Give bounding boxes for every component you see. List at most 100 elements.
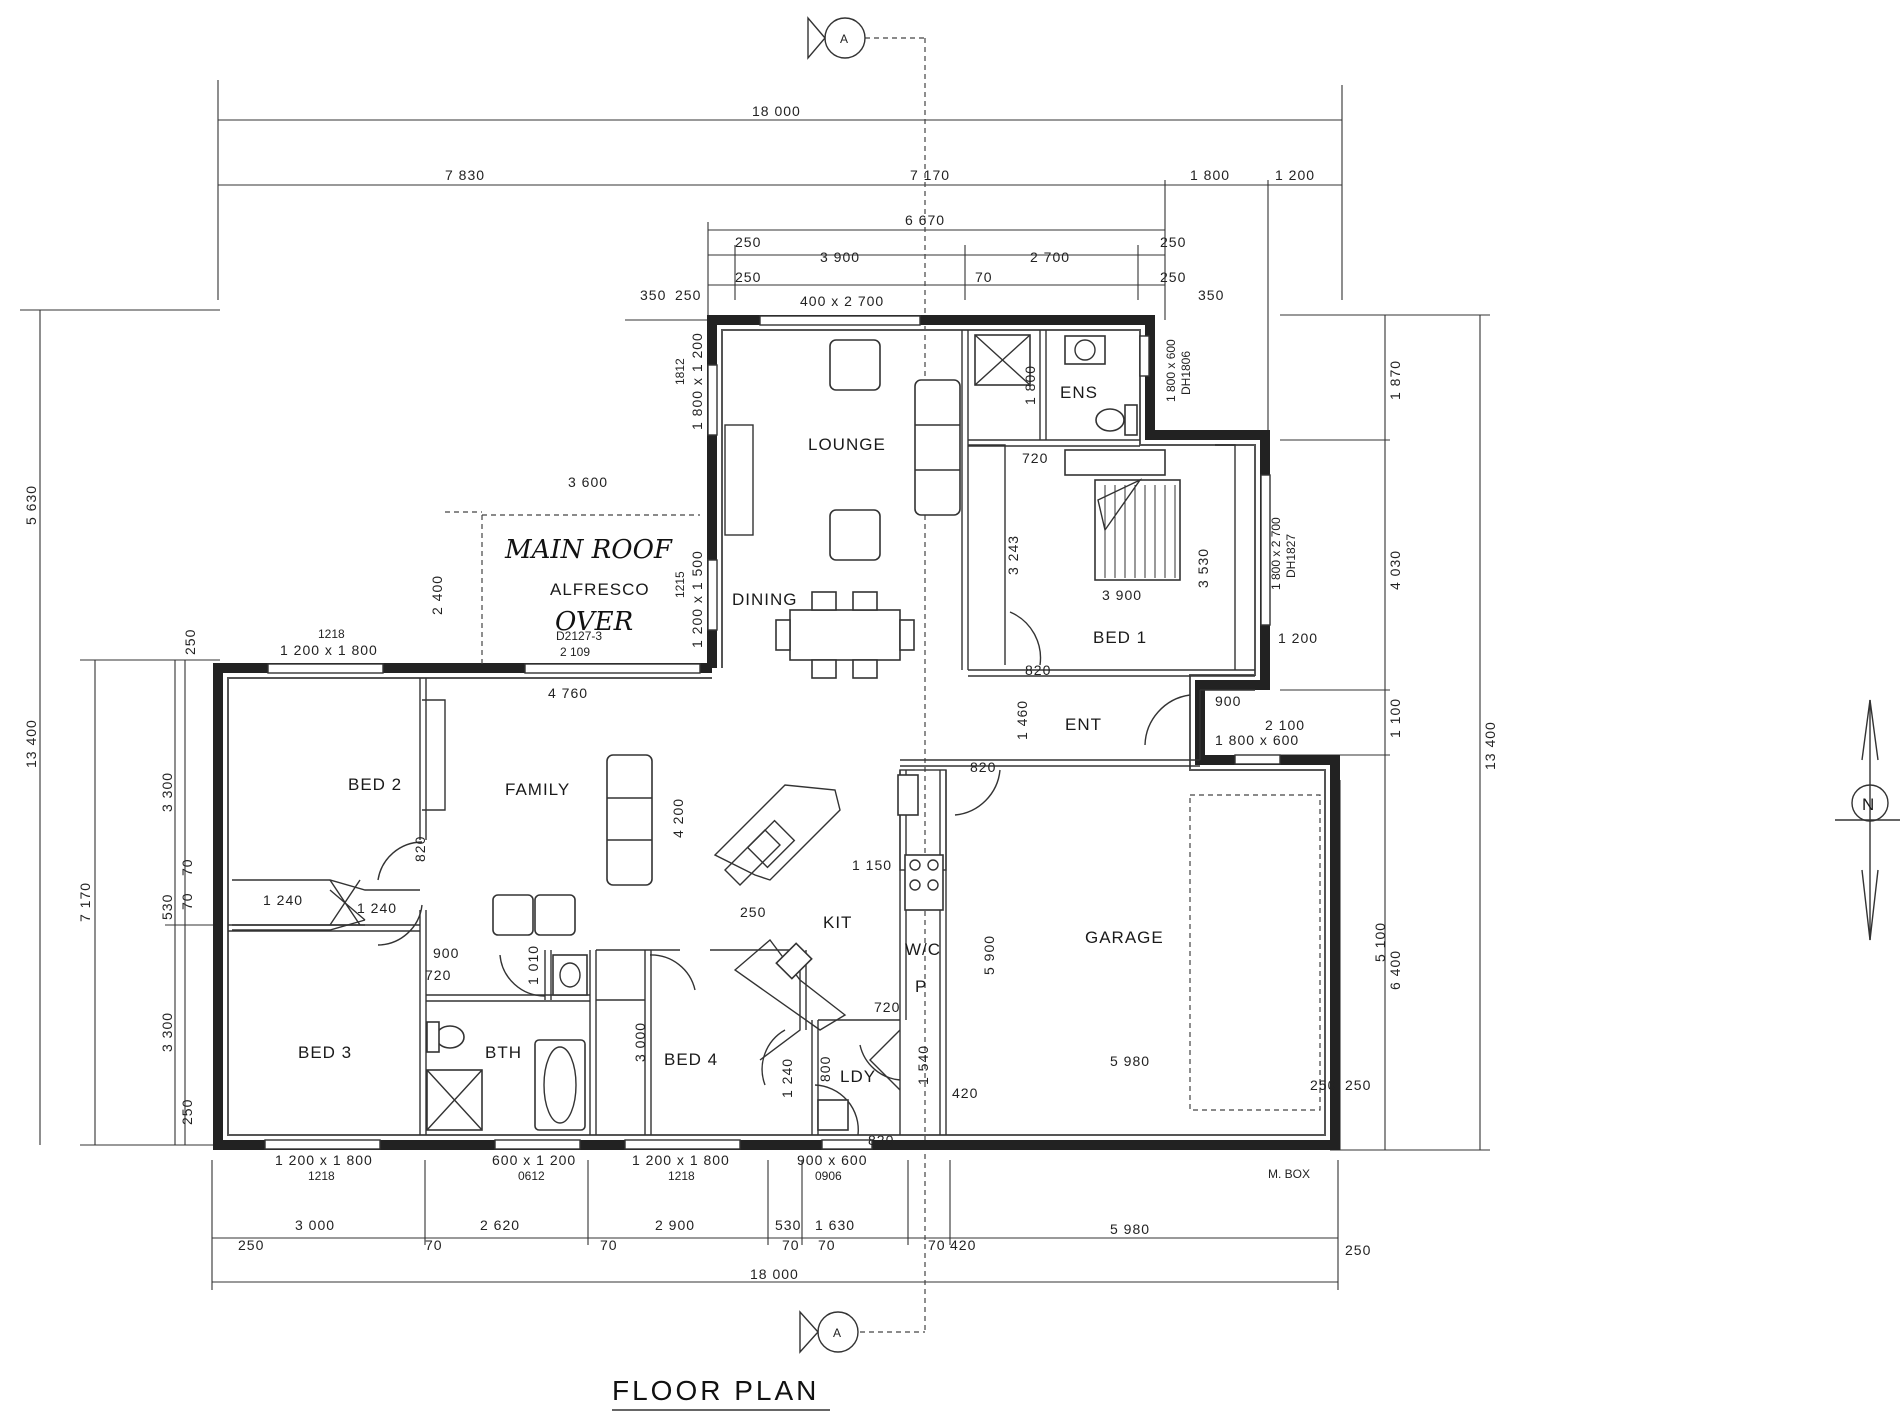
window-ens: 1 800 x 600	[1164, 339, 1178, 402]
dim-left-250a: 250	[182, 629, 198, 655]
dim-int-3000: 3 000	[632, 1022, 648, 1062]
dim-int-1240a: 1 240	[263, 892, 303, 908]
window-bed3: 1 200 x 1 800	[275, 1152, 373, 1168]
dim-left-530: 530	[159, 894, 175, 920]
dim-bottom-70a: 70	[425, 1237, 443, 1253]
dim-int-800: 800	[817, 1056, 833, 1082]
window-ent: 1 800 x 600	[1215, 732, 1299, 748]
dim-left-7170: 7 170	[77, 882, 93, 922]
window-bed4: 1 200 x 1 800	[632, 1152, 730, 1168]
dim-right-4030: 4 030	[1387, 550, 1403, 590]
dim-top-6670: 6 670	[905, 212, 945, 228]
room-label-pantry: P	[915, 977, 927, 996]
dim-top-250c: 250	[735, 269, 761, 285]
room-label-ens: ENS	[1060, 383, 1098, 402]
exterior-walls	[213, 315, 1340, 1150]
dim-int-720a: 720	[1022, 450, 1048, 466]
dim-right-6400: 6 400	[1387, 950, 1403, 990]
dim-bottom-1630: 1 630	[815, 1217, 855, 1233]
dim-top-7830: 7 830	[445, 167, 485, 183]
dim-int-2100: 2 100	[1265, 717, 1305, 733]
dim-bottom-overall: 18 000	[750, 1266, 799, 1282]
section-marker-bottom-label: A	[833, 1326, 841, 1340]
window-lounge-side-code: 1812	[673, 358, 687, 385]
dim-right-250: 250	[1345, 1077, 1371, 1093]
window-bth-code: 0612	[518, 1169, 545, 1183]
dim-top-70: 70	[975, 269, 993, 285]
dim-top-250b: 250	[1160, 234, 1186, 250]
dim-int-2400: 2 400	[429, 575, 445, 615]
room-label-bed4: BED 4	[664, 1050, 718, 1069]
dim-left-3300a: 3 300	[159, 772, 175, 812]
dim-int-4200: 4 200	[670, 798, 686, 838]
dim-int-3243: 3 243	[1005, 535, 1021, 575]
dim-bottom-420: 420	[950, 1237, 976, 1253]
room-label-bed1: BED 1	[1093, 628, 1147, 647]
room-label-wc: W/C	[905, 940, 941, 959]
dim-left-250b: 250	[179, 1099, 195, 1125]
window-dining-side-code: 1215	[673, 571, 687, 598]
dim-int-820a: 820	[412, 836, 428, 862]
room-label-alfresco: ALFRESCO	[550, 580, 650, 599]
window-bed2-code: 1218	[318, 627, 345, 641]
dim-top-250a: 250	[735, 234, 761, 250]
dim-int-1800: 1 800	[1022, 365, 1038, 405]
meter-box-label: M. BOX	[1268, 1167, 1310, 1181]
dim-int-5900: 5 900	[981, 935, 997, 975]
dim-int-1240c: 1 240	[779, 1058, 795, 1098]
handwritten-over: OVER	[555, 607, 633, 637]
dim-int-4760: 4 760	[548, 685, 588, 701]
dim-int-900b: 900	[433, 945, 459, 961]
bottom-dimension-lines	[211, 1160, 1339, 1290]
dim-top-7170: 7 170	[910, 167, 950, 183]
dim-int-900a: 900	[1215, 693, 1241, 709]
window-bed2: 1 200 x 1 800	[280, 642, 378, 658]
dim-int-1540: 1 540	[915, 1045, 931, 1085]
dim-int-820b: 820	[1025, 662, 1051, 678]
dim-bottom-2900: 2 900	[655, 1217, 695, 1233]
dim-bottom-250b: 250	[1345, 1242, 1371, 1258]
dim-top-1800: 1 800	[1190, 167, 1230, 183]
window-bed1: 1 800 x 2 700	[1269, 517, 1283, 590]
dim-int-820d: 820	[868, 1132, 894, 1148]
section-marker-top-label: A	[840, 32, 848, 46]
room-label-garage: GARAGE	[1085, 928, 1164, 947]
section-line-a	[860, 37, 926, 1333]
dim-int-3530: 3 530	[1195, 548, 1211, 588]
north-arrow	[1835, 699, 1900, 941]
left-dimension-lines	[20, 309, 220, 1146]
dim-right-1870: 1 870	[1387, 360, 1403, 400]
dim-int-720b: 720	[425, 967, 451, 983]
window-dining-side: 1 200 x 1 500	[689, 550, 705, 648]
interior-walls	[228, 330, 1321, 1135]
north-label: N	[1862, 795, 1875, 814]
dim-int-1200: 1 200	[1278, 630, 1318, 646]
window-bth: 600 x 1 200	[492, 1152, 576, 1168]
dim-right-5100: 5 100	[1372, 922, 1388, 962]
dim-int-720c: 720	[874, 999, 900, 1015]
drawing-title: FLOOR PLAN	[612, 1375, 819, 1406]
window-bed1-code: DH1827	[1284, 534, 1298, 578]
dim-int-420: 420	[952, 1085, 978, 1101]
room-label-ent: ENT	[1065, 715, 1102, 734]
right-dimension-lines	[1280, 314, 1490, 1151]
dim-bottom-70d: 70	[818, 1237, 836, 1253]
dim-int-1150: 1 150	[852, 857, 892, 873]
room-label-ldy: LDY	[840, 1067, 876, 1086]
window-lounge-top: 400 x 2 700	[800, 293, 884, 309]
dim-top-1200: 1 200	[1275, 167, 1315, 183]
dim-top-overall: 18 000	[752, 103, 801, 119]
window-alfresco-door: D2127-3	[556, 629, 602, 643]
dim-left-5630: 5 630	[23, 485, 39, 525]
window-bed4-code: 1218	[668, 1169, 695, 1183]
dim-bottom-70e: 70	[928, 1237, 946, 1253]
dim-int-5980: 5 980	[1110, 1053, 1150, 1069]
dim-bottom-250a: 250	[238, 1237, 264, 1253]
windows	[264, 315, 1281, 1150]
section-marker-bottom	[799, 1310, 859, 1354]
dim-bottom-2620: 2 620	[480, 1217, 520, 1233]
dim-bottom-5980: 5 980	[1110, 1221, 1150, 1237]
room-label-family: FAMILY	[505, 780, 570, 799]
dim-bottom-70b: 70	[600, 1237, 618, 1253]
